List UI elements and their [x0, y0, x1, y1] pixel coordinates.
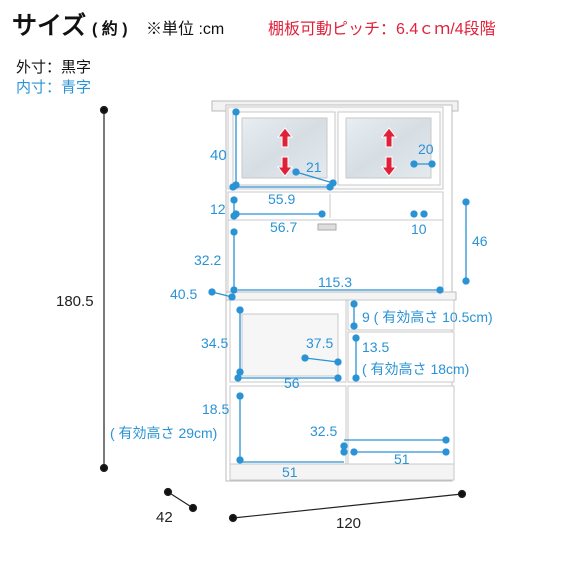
bottom-height-label: 18.5	[202, 401, 230, 417]
approx-note: ( 約 )	[92, 21, 128, 38]
outer-height-label: 180.5	[56, 293, 94, 310]
outer-dimension-lines	[99, 105, 467, 523]
page-title: サイズ	[12, 12, 87, 40]
cabinet-body	[211, 100, 459, 482]
oven-depth-label: 37.5	[306, 335, 334, 351]
bottom-right-width-label: 51	[394, 451, 410, 467]
legend-outer: 外寸：黒字	[16, 59, 92, 76]
bottom-eff-label: ( 有効高さ 29cm)	[110, 425, 218, 441]
shelf-height-label: 32.2	[194, 252, 222, 268]
outer-depth-label: 42	[156, 509, 173, 526]
mid-drawer-label: 13.5	[362, 339, 390, 355]
glass-depth-label: 21	[306, 159, 322, 175]
bottom-left-width-label: 51	[282, 464, 298, 480]
counter-depth-label: 40.5	[170, 286, 198, 302]
inner-dimension-lines	[208, 108, 470, 464]
oven-width-label: 56	[284, 375, 300, 391]
counter-width-label: 115.3	[318, 274, 352, 290]
small-open-depth-label: 10	[411, 221, 427, 237]
legend-inner: 内寸：青字	[16, 79, 92, 96]
open-width-label: 56.7	[270, 219, 298, 235]
outer-width-label: 120	[336, 515, 362, 532]
unit-note: ※単位 :cm	[146, 21, 225, 38]
upper-width-label: 55.9	[268, 191, 296, 207]
shelf-pitch-note: 棚板可動ピッチ：6.4ｃｍ/4段階	[268, 21, 496, 38]
small-open-height-label: 12	[210, 201, 226, 217]
right-open-height-label: 46	[472, 233, 488, 249]
bottom-depth-label: 32.5	[310, 423, 338, 439]
glass-height-label: 40	[210, 147, 227, 164]
small-drawer-label: 9 ( 有効高さ 10.5cm)	[362, 309, 493, 325]
mid-drawer-eff-label: ( 有効高さ 18cm)	[362, 361, 470, 377]
oven-height-label: 34.5	[201, 335, 229, 351]
shelf-adjust-arrows	[276, 127, 398, 177]
glass-depth-right-label: 20	[418, 141, 434, 157]
